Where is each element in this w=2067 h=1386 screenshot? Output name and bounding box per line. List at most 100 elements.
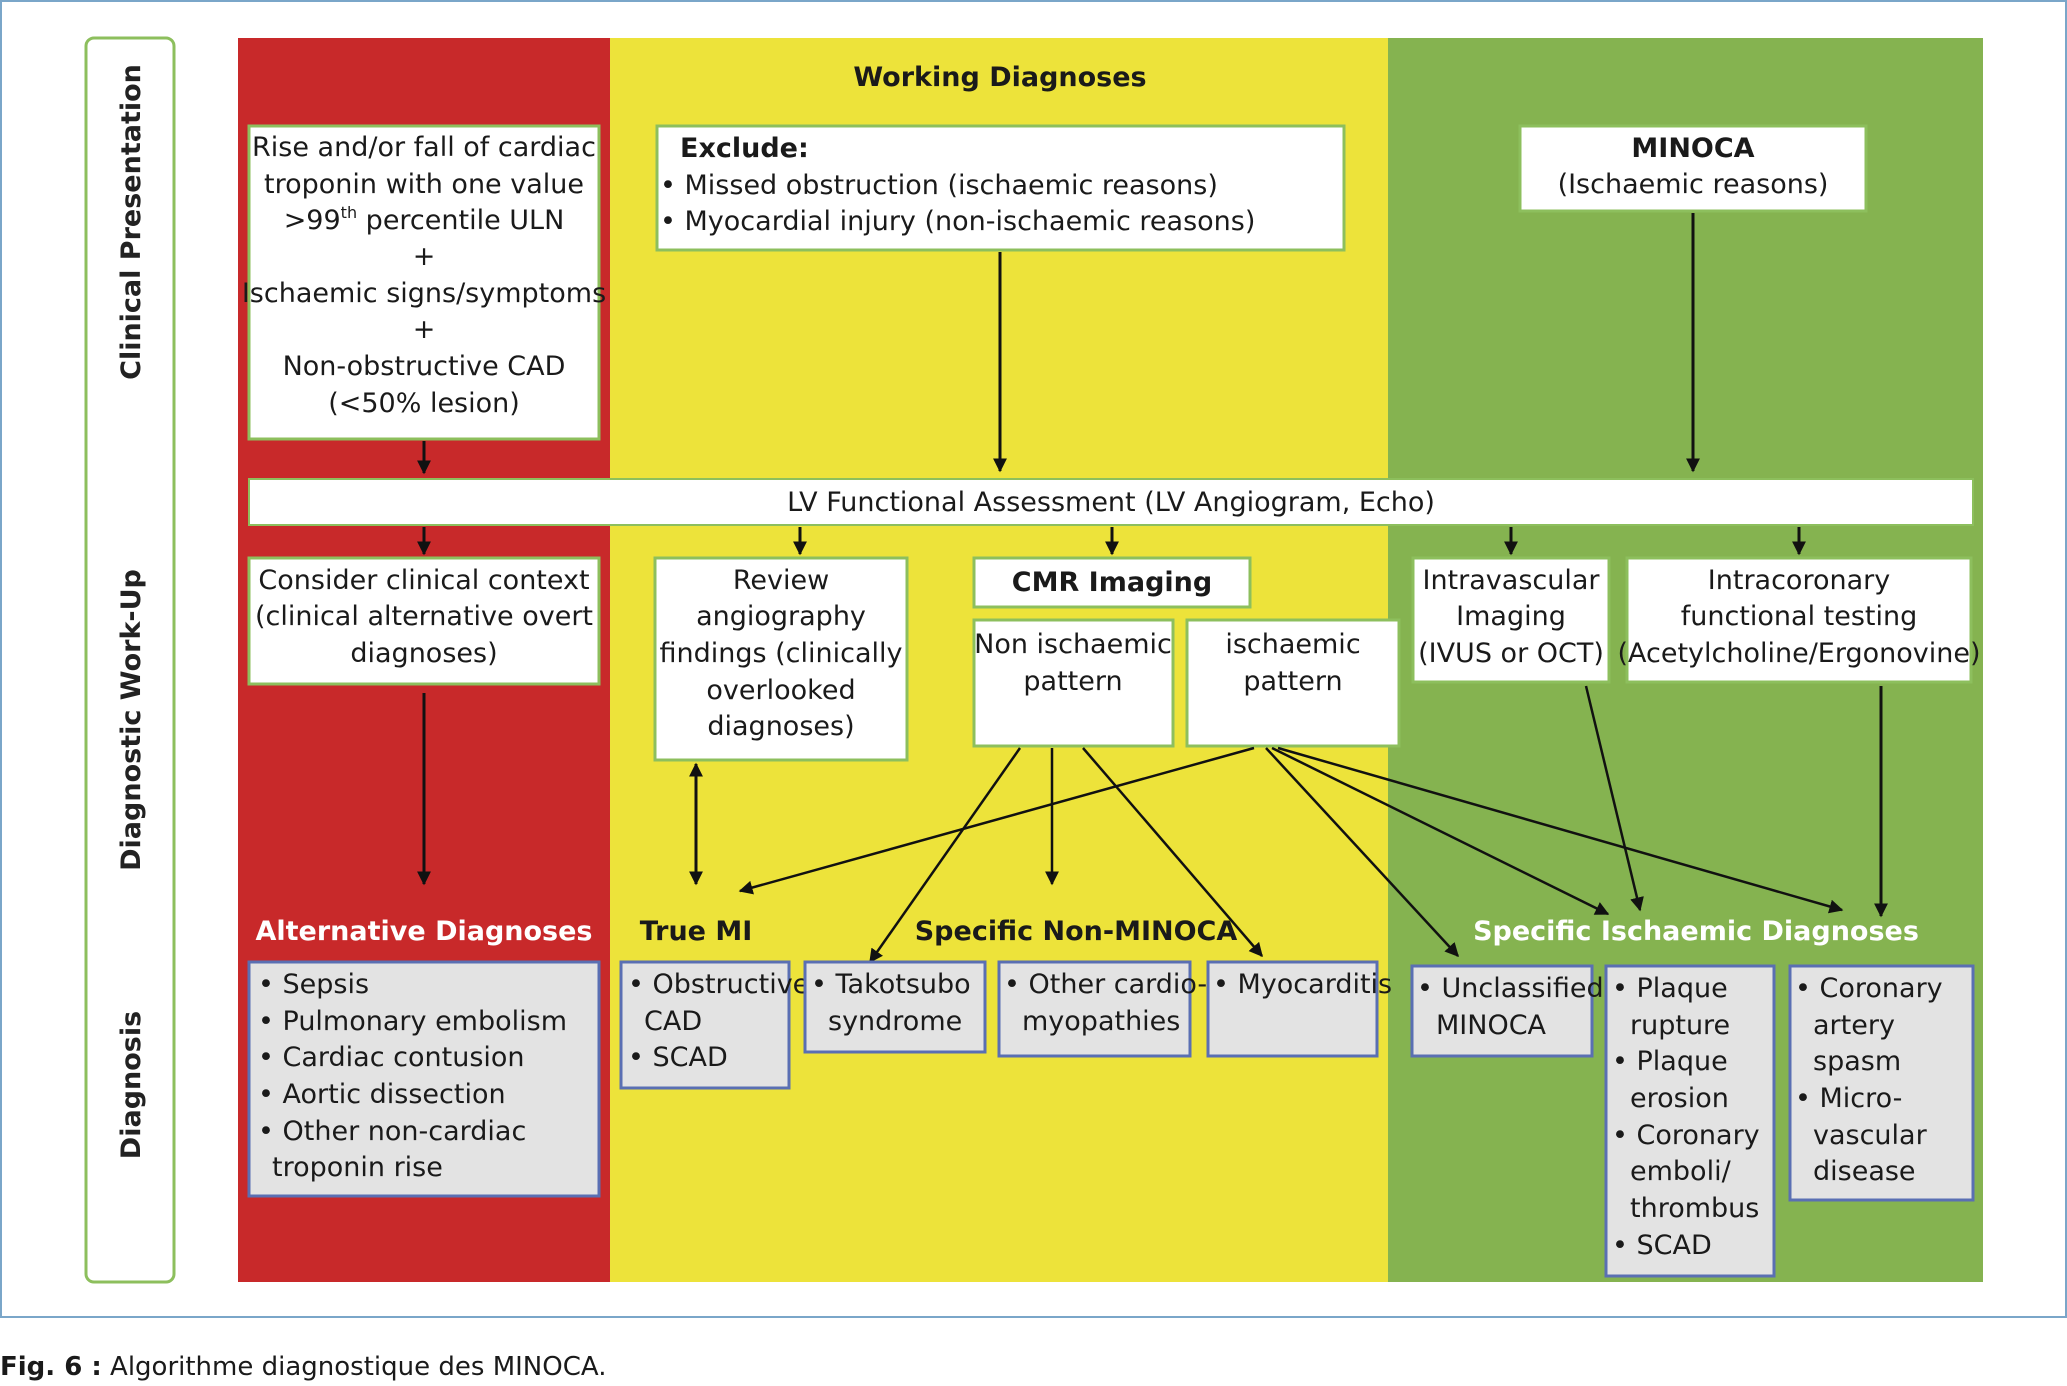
plaque-item-3-cont1: emboli/ <box>1630 1156 1732 1187</box>
intracoronary-line3: (Acetylcholine/Ergonovine) <box>1617 638 1980 669</box>
spasm-item-1: • Coronary <box>1795 973 1943 1004</box>
alternative-list-box <box>247 960 601 1198</box>
spasm-item-1-cont2: spasm <box>1813 1046 1901 1077</box>
row-label-panel <box>84 36 176 1284</box>
arrow-intravascular-to-plaque <box>1584 685 1644 912</box>
header-true-mi: True MI <box>640 916 753 947</box>
exclude-item-1: • Missed obstruction (ischaemic reasons) <box>660 170 1218 201</box>
presentation-line6: (<50% lesion) <box>328 388 520 419</box>
presentation-line1: Rise and/or fall of cardiac <box>252 132 596 163</box>
header-specific-ischaemic: Specific Ischaemic Diagnoses <box>1473 916 1919 947</box>
myocarditis-box <box>1206 960 1379 1058</box>
spasm-list-box <box>1788 964 1975 1202</box>
unclassified-box <box>1410 964 1594 1058</box>
takotsubo-item-1-cont: syndrome <box>828 1006 962 1037</box>
header-working-diagnoses: Working Diagnoses <box>853 62 1146 93</box>
non-ischaemic-line2: pattern <box>1023 666 1122 697</box>
header-specific-non-minoca: Specific Non-MINOCA <box>915 916 1238 947</box>
plaque-list-box <box>1604 964 1776 1278</box>
non-ischaemic-line1: Non ischaemic <box>974 629 1172 660</box>
alternative-item-5: • Other non-cardiac <box>258 1116 526 1147</box>
alternative-item-4: • Aortic dissection <box>258 1079 506 1110</box>
row-label-clinical: Clinical Presentation <box>116 64 147 380</box>
truemi-item-1-cont: CAD <box>644 1006 702 1037</box>
arrow-ischaemic-to-unclassified <box>1265 747 1459 958</box>
review-line5: diagnoses) <box>707 711 854 742</box>
alternative-item-2: • Pulmonary embolism <box>258 1006 567 1037</box>
arrow-nonisch-to-myocarditis <box>1082 747 1263 958</box>
review-line3: findings (clinically <box>659 638 902 669</box>
non-ischaemic-pattern-box <box>972 618 1175 748</box>
spasm-item-2-cont1: vascular <box>1813 1120 1928 1151</box>
truemi-item-2: • SCAD <box>628 1042 728 1073</box>
presentation-plus2: + <box>413 314 436 345</box>
presentation-line3: >99th percentile ULN <box>284 203 565 236</box>
myocarditis-item-1: • Myocarditis <box>1213 969 1392 1000</box>
ischaemic-pattern-box <box>1185 618 1401 748</box>
minoca-algorithm-diagram: Clinical Presentation Diagnostic Work-Up… <box>0 0 2067 1318</box>
lv-assessment-bar <box>248 478 1974 526</box>
presentation-line4: Ischaemic signs/symptoms <box>242 278 606 309</box>
truemi-list-box <box>619 960 791 1090</box>
alternative-item-1: • Sepsis <box>258 969 369 1000</box>
exclude-item-2: • Myocardial injury (non-ischaemic reaso… <box>660 206 1255 237</box>
exclude-box <box>655 124 1346 252</box>
exclude-title: Exclude: <box>680 133 809 164</box>
intracoronary-line1: Intracoronary <box>1708 565 1890 596</box>
intracoronary-box <box>1625 556 1973 684</box>
caption-text: Algorithme diagnostique des MINOCA. <box>101 1352 607 1382</box>
review-line1: Review <box>733 565 829 596</box>
spasm-item-1-cont1: artery <box>1813 1010 1895 1041</box>
plaque-item-1-cont: rupture <box>1630 1010 1730 1041</box>
consider-box <box>247 556 601 686</box>
cardiomyopathies-item-1-cont: myopathies <box>1022 1006 1180 1037</box>
presentation-box <box>247 124 601 441</box>
intravascular-line1: Intravascular <box>1422 565 1600 596</box>
intravascular-box <box>1411 556 1611 684</box>
ischaemic-line2: pattern <box>1243 666 1342 697</box>
plaque-item-1: • Plaque <box>1612 973 1728 1004</box>
unclassified-item-1: • Unclassified <box>1417 973 1604 1004</box>
header-alternative-diagnoses: Alternative Diagnoses <box>255 916 592 947</box>
review-line2: angiography <box>696 601 866 632</box>
cardiomyopathies-item-1: • Other cardio- <box>1004 969 1207 1000</box>
consider-line3: diagnoses) <box>350 638 497 669</box>
row-label-diagnosis: Diagnosis <box>116 1011 147 1159</box>
plaque-item-3: • Coronary <box>1612 1120 1760 1151</box>
presentation-line5: Non-obstructive CAD <box>283 351 566 382</box>
spasm-item-2-cont2: disease <box>1813 1156 1916 1187</box>
presentation-text: Rise and/or fall of cardiac troponin wit… <box>242 132 606 419</box>
consider-line1: Consider clinical context <box>258 565 589 596</box>
caption-label: Fig. 6 : <box>0 1352 102 1382</box>
plaque-item-3-cont2: thrombus <box>1630 1193 1759 1224</box>
presentation-line2: troponin with one value <box>264 169 584 200</box>
row-label-workup: Diagnostic Work-Up <box>116 569 147 871</box>
alternative-item-3: • Cardiac contusion <box>258 1042 525 1073</box>
intravascular-line3: (IVUS or OCT) <box>1418 638 1604 669</box>
consider-line2: (clinical alternative overt <box>255 601 593 632</box>
takotsubo-item-1: • Takotsubo <box>811 969 971 1000</box>
lv-assessment-label: LV Functional Assessment (LV Angiogram, … <box>787 487 1435 518</box>
arrow-ischaemic-to-truemi <box>738 746 1255 895</box>
plaque-item-2: • Plaque <box>1612 1046 1728 1077</box>
review-line4: overlooked <box>706 675 855 706</box>
cmr-label: CMR Imaging <box>1012 567 1212 598</box>
plaque-item-2-cont: erosion <box>1630 1083 1729 1114</box>
arrow-ischaemic-to-spasm <box>1277 746 1844 914</box>
intravascular-line2: Imaging <box>1456 601 1566 632</box>
minoca-title: MINOCA <box>1631 133 1754 164</box>
arrow-ischaemic-to-plaque <box>1271 746 1610 916</box>
unclassified-item-1-cont: MINOCA <box>1436 1010 1547 1041</box>
presentation-plus1: + <box>413 241 436 272</box>
arrow-nonisch-to-takotsubo <box>868 747 1022 964</box>
figure-caption: Fig. 6 : Algorithme diagnostique des MIN… <box>0 1352 606 1386</box>
minoca-box <box>1518 124 1868 213</box>
takotsubo-box <box>803 960 987 1054</box>
spasm-item-2: • Micro- <box>1795 1083 1902 1114</box>
intracoronary-line2: functional testing <box>1681 601 1918 632</box>
plaque-item-4: • SCAD <box>1612 1230 1712 1261</box>
truemi-item-1: • Obstructive <box>628 969 809 1000</box>
cmr-box <box>972 556 1252 609</box>
alternative-item-5-cont: troponin rise <box>272 1152 443 1183</box>
